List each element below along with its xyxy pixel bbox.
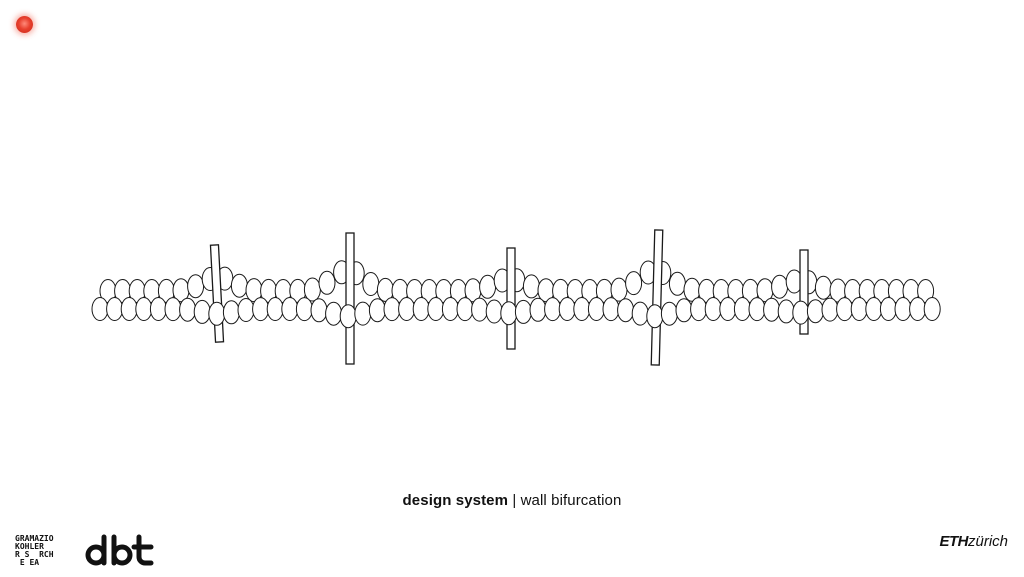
brick-front (237, 298, 255, 322)
brick-front (821, 297, 839, 322)
brick-front (558, 297, 576, 321)
brick-front (631, 301, 649, 326)
slide-caption: design system | wall bifurcation (0, 492, 1024, 509)
brick-front (923, 297, 941, 321)
brick-back (522, 274, 540, 299)
brick-back (771, 274, 789, 299)
brick-front (193, 299, 211, 324)
brick-front (441, 297, 459, 321)
brick-front (865, 297, 883, 321)
brick-front (806, 299, 824, 324)
brick-front (544, 297, 562, 322)
brick-front (894, 297, 912, 321)
brick-back (479, 274, 497, 299)
brick-front (295, 297, 313, 322)
brick-front (602, 297, 620, 322)
brick-front (733, 297, 751, 321)
brick-front (106, 297, 124, 321)
brick-front (325, 301, 343, 326)
support-post (209, 244, 225, 343)
brick-front (208, 301, 226, 326)
brick-front (354, 301, 372, 326)
brick-front (398, 297, 416, 321)
record-indicator (16, 16, 33, 33)
brick-front (368, 298, 386, 323)
brick-back (230, 273, 248, 298)
dbt-logo (85, 534, 154, 566)
brick-front (879, 297, 897, 321)
brick-front (310, 298, 328, 323)
brick-front (777, 299, 795, 324)
brick-front (339, 304, 357, 329)
brick-front (660, 301, 678, 326)
gramazio-kohler-research-logo: GRAMAZIO KOHLER R S RCH E EA (15, 534, 54, 567)
caption-separator: | (512, 492, 517, 509)
brick-front (149, 297, 167, 321)
brick-front (646, 304, 664, 329)
brick-back (625, 271, 643, 296)
brick-front (529, 297, 547, 322)
brick-front (500, 301, 518, 326)
caption-subtitle: wall bifurcation (520, 492, 622, 509)
brick-front (514, 299, 532, 324)
brick-back (187, 274, 205, 299)
brick-front (266, 297, 284, 321)
brick-back (362, 272, 380, 296)
brick-front (587, 297, 605, 321)
brick-back (318, 270, 336, 295)
support-post (506, 247, 516, 350)
brick-front (704, 297, 722, 321)
brick-front (792, 300, 810, 325)
brick-front (222, 300, 240, 325)
brick-front (179, 297, 197, 322)
brick-front (383, 297, 401, 322)
brick-front (909, 297, 927, 321)
brick-front (617, 298, 635, 323)
brick-front (281, 297, 299, 321)
brick-front (252, 297, 270, 322)
brick-front (120, 297, 138, 321)
brick-back (814, 275, 832, 300)
brick-front (763, 297, 781, 322)
brick-front (573, 297, 591, 321)
brick-front (748, 297, 766, 322)
brick-front (91, 297, 109, 321)
support-post (650, 229, 664, 366)
brick-front (485, 299, 503, 324)
support-post (799, 249, 809, 335)
brick-front (719, 297, 737, 321)
eth-zurich-logo: ETHzürich (939, 533, 1008, 550)
brick-front (412, 297, 430, 321)
brick-front (456, 297, 474, 322)
brick-front (690, 297, 708, 322)
brick-front (850, 297, 868, 321)
brick-back (668, 271, 686, 296)
brick-front (471, 297, 489, 322)
brick-front (836, 297, 854, 322)
brick-front (675, 298, 693, 323)
brick-front (164, 297, 182, 322)
brick-back (303, 277, 321, 302)
caption-title: design system (402, 492, 509, 509)
support-post (345, 232, 355, 365)
brick-front (427, 297, 445, 321)
brick-front (135, 297, 153, 321)
